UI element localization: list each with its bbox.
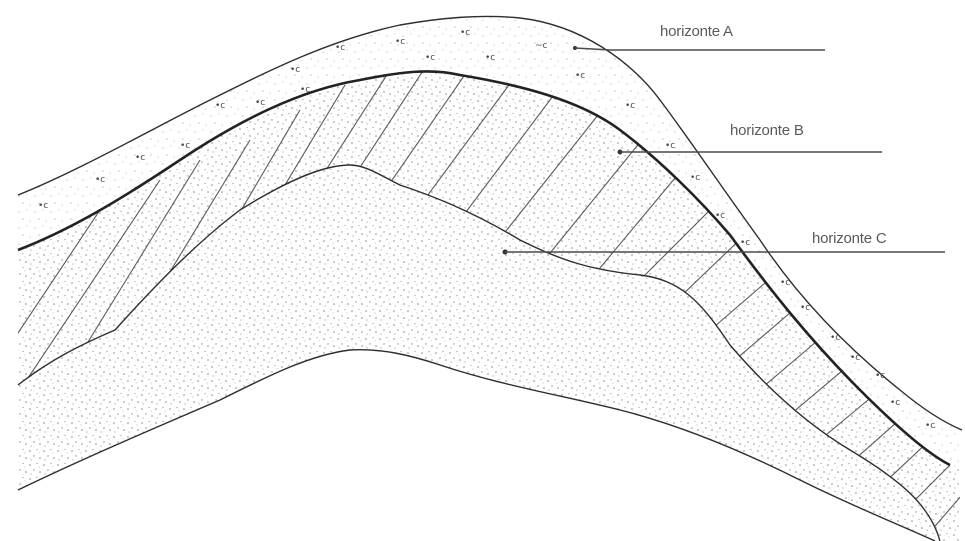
label-horizon-a: horizonte A bbox=[660, 23, 733, 40]
svg-text:•c: •c bbox=[875, 371, 885, 381]
svg-text:•c: •c bbox=[625, 101, 635, 111]
svg-text:•c: •c bbox=[460, 28, 470, 38]
leader-line-a bbox=[575, 48, 825, 50]
svg-text:•c: •c bbox=[800, 303, 810, 313]
svg-text:•c: •c bbox=[425, 53, 435, 63]
label-horizon-c: horizonte C bbox=[812, 230, 887, 247]
svg-text:•c: •c bbox=[215, 101, 225, 111]
svg-text:•c: •c bbox=[925, 421, 935, 431]
svg-text:•c: •c bbox=[300, 85, 310, 95]
svg-text:•c: •c bbox=[780, 278, 790, 288]
svg-text:•c: •c bbox=[485, 53, 495, 63]
label-horizon-a-group: horizonte A bbox=[573, 23, 825, 50]
svg-text:•c: •c bbox=[850, 353, 860, 363]
svg-text:•c: •c bbox=[395, 37, 405, 47]
svg-text:•c: •c bbox=[575, 71, 585, 81]
svg-text:•c: •c bbox=[830, 333, 840, 343]
svg-text:•c: •c bbox=[690, 173, 700, 183]
svg-text:•c: •c bbox=[95, 175, 105, 185]
svg-text:•c: •c bbox=[255, 98, 265, 108]
svg-text:•c: •c bbox=[180, 141, 190, 151]
svg-text:•c: •c bbox=[335, 43, 345, 53]
label-horizon-b: horizonte B bbox=[730, 122, 804, 139]
svg-text:•c: •c bbox=[38, 201, 48, 211]
svg-text:•c: •c bbox=[665, 141, 675, 151]
svg-text:•c: •c bbox=[290, 65, 300, 75]
svg-text:~c: ~c bbox=[535, 41, 548, 51]
svg-text:•c: •c bbox=[715, 211, 725, 221]
svg-text:•c: •c bbox=[135, 153, 145, 163]
svg-text:•c: •c bbox=[890, 398, 900, 408]
svg-text:•c: •c bbox=[740, 238, 750, 248]
